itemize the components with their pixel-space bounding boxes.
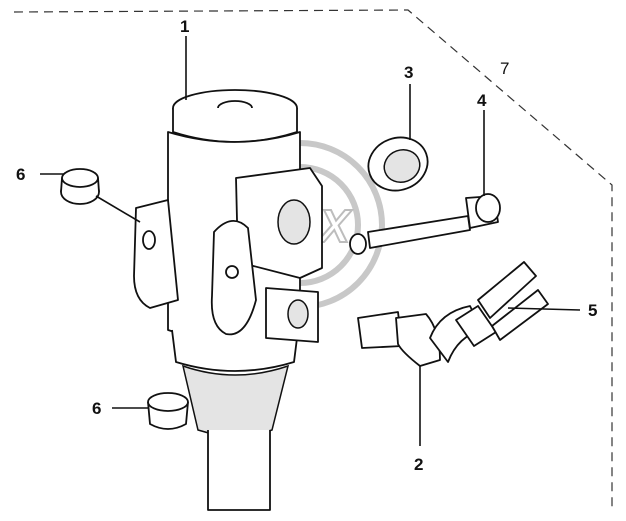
bolt-part bbox=[349, 193, 501, 255]
callout-4: 4 bbox=[477, 91, 487, 110]
callout-1: 1 bbox=[180, 17, 189, 36]
callout-3: 3 bbox=[404, 63, 413, 82]
callout-7: 7 bbox=[500, 59, 509, 78]
callout-5: 5 bbox=[588, 301, 597, 320]
callout-labels: 1 2 3 4 5 6 6 7 bbox=[16, 17, 597, 474]
assembly-boundary bbox=[13, 9, 613, 512]
callout-2: 2 bbox=[414, 455, 423, 474]
hose-part bbox=[477, 261, 549, 341]
seal-ring-part bbox=[367, 136, 429, 192]
plug-part-upper bbox=[60, 168, 100, 205]
valve-body-part bbox=[133, 89, 323, 511]
plug-part-lower bbox=[147, 392, 189, 430]
callout-6-lower: 6 bbox=[92, 399, 101, 418]
callout-6-upper: 6 bbox=[16, 165, 25, 184]
elbow-fitting-part bbox=[357, 305, 497, 367]
leader-lines bbox=[40, 36, 581, 446]
